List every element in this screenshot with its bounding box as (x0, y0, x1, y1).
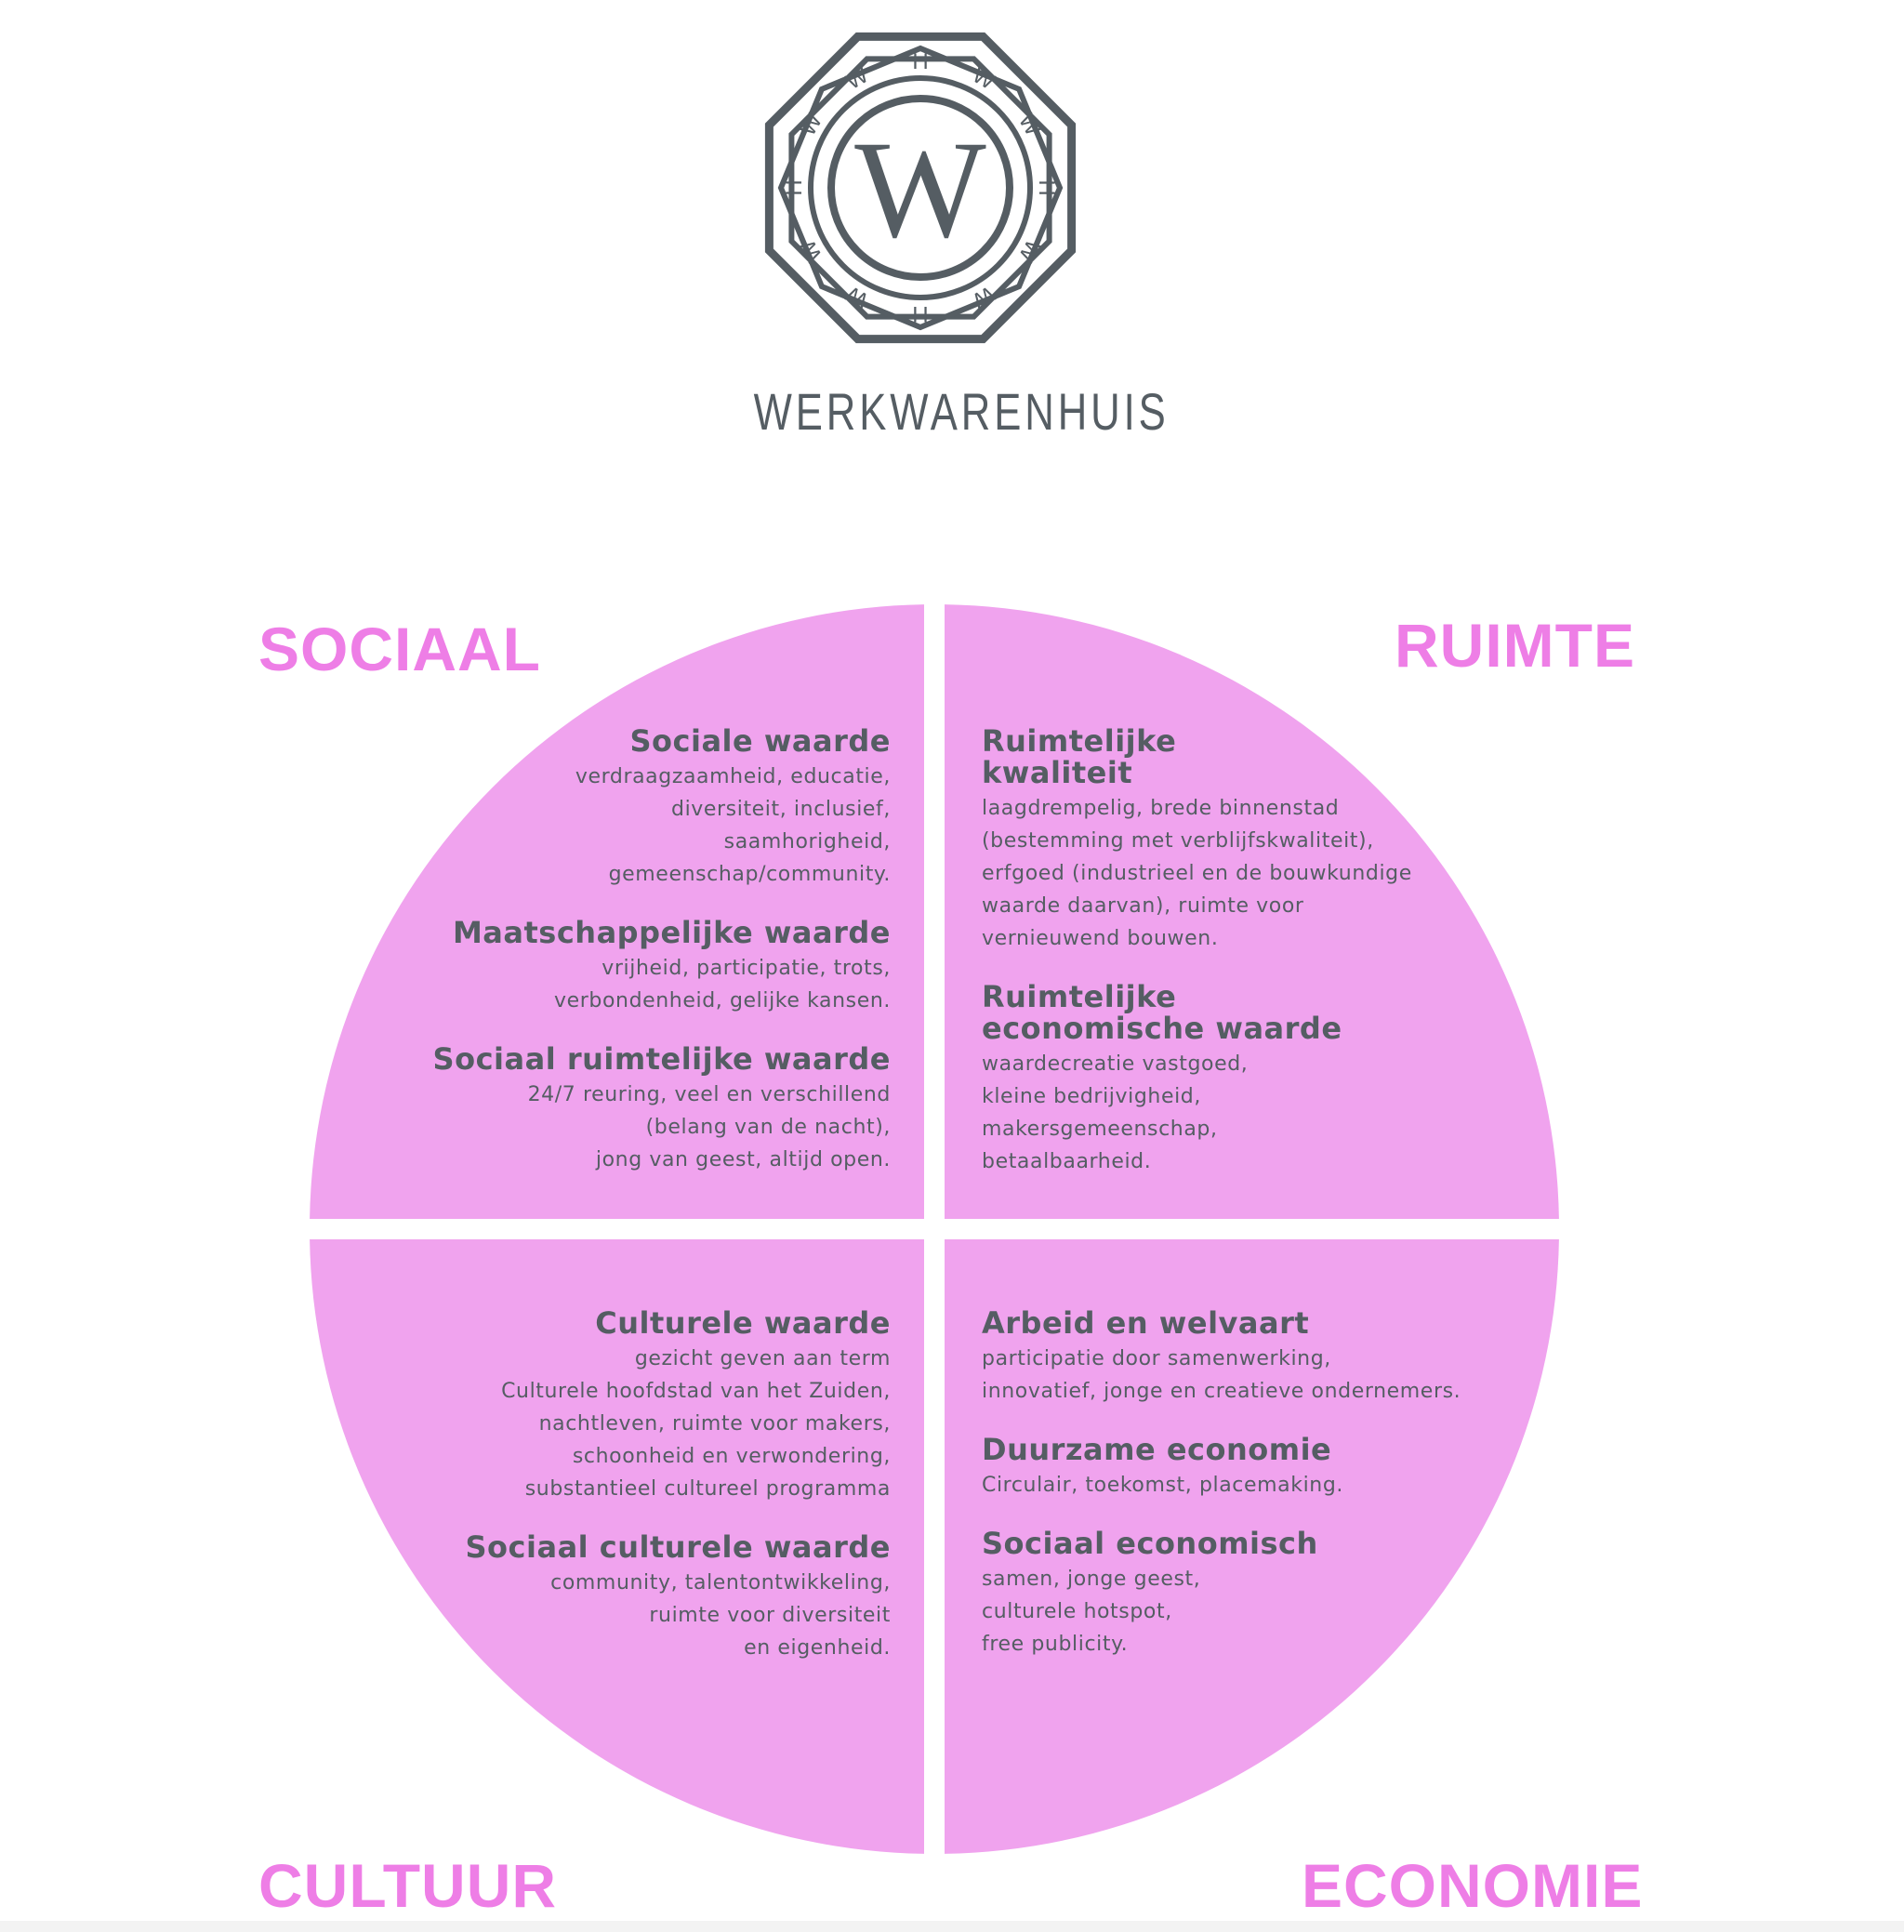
label-sociaal: SOCIAAL (258, 615, 541, 683)
quadrant-economie-text: Arbeid en welvaart participatie door sam… (982, 1307, 1558, 1687)
quadrant-sociaal-text: Sociale waarde verdraagzaamheid, educati… (314, 725, 891, 1202)
block-sociale-waarde: Sociale waarde verdraagzaamheid, educati… (314, 725, 891, 891)
block-title: Culturele waarde (595, 1305, 891, 1341)
block-title: Sociale waarde (629, 723, 891, 759)
block-text: Circulair, toekomst, placemaking. (982, 1474, 1344, 1497)
label-cultuur: CULTUUR (258, 1851, 558, 1920)
block-title: Arbeid en welvaart (982, 1305, 1310, 1341)
label-economie: ECONOMIE (1302, 1851, 1644, 1920)
block-ruimtelijke-kwaliteit: Ruimtelijke kwaliteit laagdrempelig, bre… (982, 725, 1558, 955)
logo-ring-letter: H (912, 301, 928, 326)
block-culturele-waarde: Culturele waarde gezicht geven aan term … (314, 1307, 891, 1505)
block-sociaal-culturele-waarde: Sociaal culturele waarde community, tale… (314, 1531, 891, 1664)
block-text: laagdrempelig, brede binnenstad (bestemm… (982, 797, 1412, 950)
logo-ring-letter: H (912, 49, 928, 74)
block-text: community, talentontwikkeling, ruimte vo… (550, 1571, 891, 1660)
label-ruimte: RUIMTE (1395, 611, 1635, 680)
logo-center-letter: W (854, 112, 986, 267)
block-title: Duurzame economie (982, 1432, 1332, 1467)
block-text: vrijheid, participatie, trots, verbonden… (554, 957, 891, 1012)
block-title: Sociaal ruimtelijke waarde (432, 1041, 891, 1077)
quadrant-ruimte-text: Ruimtelijke kwaliteit laagdrempelig, bre… (982, 725, 1558, 1204)
block-maatschappelijke-waarde: Maatschappelijke waarde vrijheid, partic… (314, 917, 891, 1017)
block-arbeid-en-welvaart: Arbeid en welvaart participatie door sam… (982, 1307, 1558, 1408)
block-title: Sociaal culturele waarde (465, 1529, 891, 1565)
bottom-strip (0, 1921, 1904, 1932)
quadrant-sociaal-shape (310, 604, 924, 1219)
logo-ring-letter: H (782, 179, 807, 195)
block-text: gezicht geven aan term Culturele hoofdst… (501, 1347, 891, 1501)
block-text: samen, jonge geest, culturele hotspot, f… (982, 1568, 1201, 1656)
block-title: Ruimtelijke economische waarde (982, 979, 1342, 1046)
block-sociaal-economisch: Sociaal economisch samen, jonge geest, c… (982, 1528, 1558, 1661)
block-text: participatie door samenwerking, innovati… (982, 1347, 1461, 1403)
block-text: verdraagzaamheid, educatie, diversiteit,… (575, 765, 891, 886)
logo-octagon-shape (764, 32, 1077, 344)
quadrant-cultuur-text: Culturele waarde gezicht geven aan term … (314, 1307, 891, 1690)
block-text: waardecreatie vastgoed, kleine bedrijvig… (982, 1052, 1249, 1173)
logo-ring-letter: H (1034, 179, 1059, 195)
block-text: 24/7 reuring, veel en verschillend (bela… (527, 1083, 891, 1171)
quadrant-ruimte-shape (945, 604, 1559, 1219)
quadrant-cultuur-shape (310, 1239, 924, 1854)
block-title: Ruimtelijke kwaliteit (982, 723, 1177, 790)
block-sociaal-ruimtelijke-waarde: Sociaal ruimtelijke waarde 24/7 reuring,… (314, 1043, 891, 1176)
block-duurzame-economie: Duurzame economie Circulair, toekomst, p… (982, 1434, 1558, 1502)
quadrant-economie-shape (945, 1239, 1559, 1854)
block-title: Sociaal economisch (982, 1526, 1318, 1561)
block-ruimtelijke-economische-waarde: Ruimtelijke economische waarde waardecre… (982, 981, 1558, 1178)
block-title: Maatschappelijke waarde (452, 915, 891, 950)
